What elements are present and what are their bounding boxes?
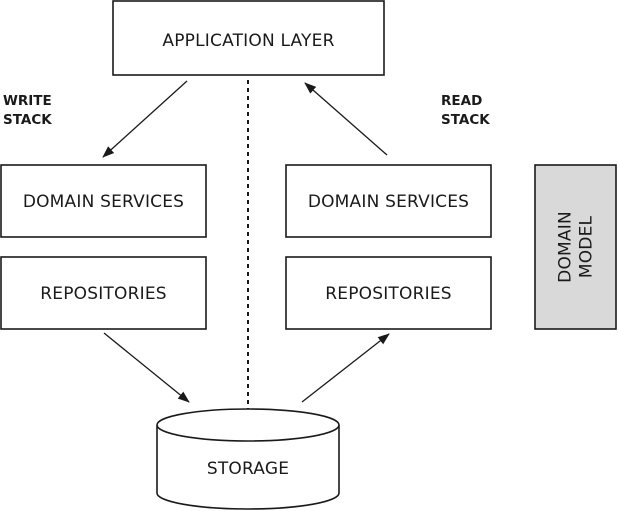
read-stack-label-line2: STACK — [441, 112, 490, 128]
read-repositories-label: REPOSITORIES — [325, 284, 452, 304]
write-repositories-label: REPOSITORIES — [40, 284, 167, 304]
read-arrow-services-to-app — [304, 82, 388, 156]
write-arrow-repos-to-storage — [103, 332, 190, 403]
storage-label: STORAGE — [207, 459, 289, 479]
read-repositories-box — [285, 256, 492, 330]
write-repositories-box — [0, 256, 207, 330]
domain-model-label-line2: MODEL — [577, 215, 597, 278]
domain-model-label-line1: DOMAIN — [556, 211, 576, 283]
write-domain-services-label: DOMAIN SERVICES — [23, 192, 184, 212]
write-arrow-app-to-services — [102, 80, 188, 158]
domain-model-box — [534, 164, 617, 330]
write-stack-label-line1: WRITE — [3, 93, 52, 109]
read-domain-services-label: DOMAIN SERVICES — [308, 192, 469, 212]
storage-cylinder — [156, 408, 340, 510]
write-domain-services-box — [0, 164, 207, 238]
application-layer-box — [112, 0, 385, 76]
read-stack-label-line1: READ — [441, 93, 482, 109]
write-stack-label-line2: STACK — [3, 112, 52, 128]
read-domain-services-box — [285, 164, 492, 238]
read-arrow-storage-to-repos — [301, 333, 390, 403]
application-layer-label: APPLICATION LAYER — [162, 31, 334, 51]
